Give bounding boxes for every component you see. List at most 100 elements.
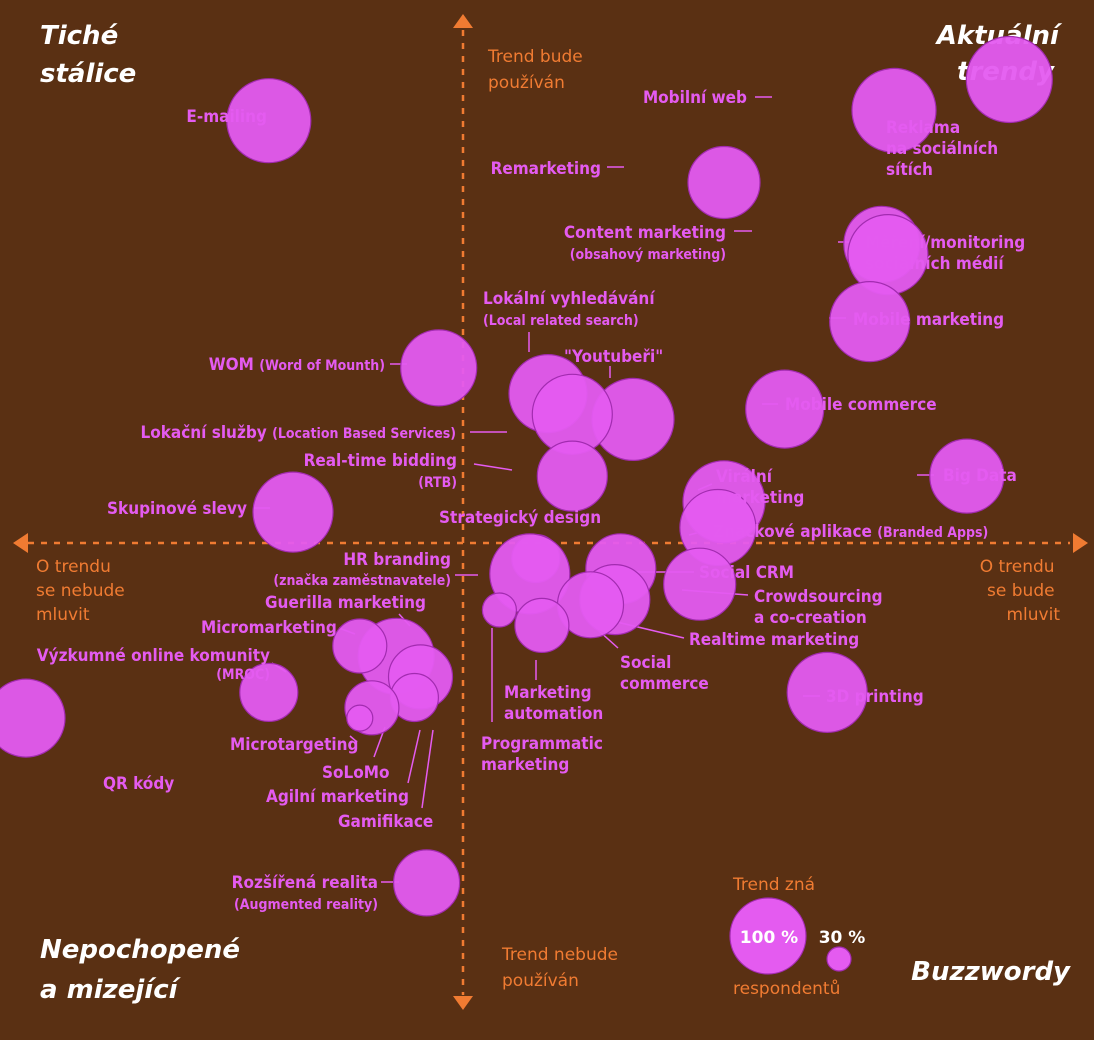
- label-line: Strategický design: [439, 508, 601, 528]
- label-text: Programmatic: [481, 734, 603, 754]
- label-text: SoLoMo: [322, 763, 390, 783]
- size-legend-large-label: 100 %: [740, 928, 798, 948]
- label-real-time-bidding: Real-time bidding(RTB): [304, 451, 457, 491]
- label-text: Reklama: [886, 118, 960, 138]
- label-note: (MROC): [216, 667, 270, 683]
- label-text: Gamifikace: [338, 812, 433, 832]
- quadrant-label-top-left: Tiché stálice: [40, 21, 136, 89]
- label-line: Big Data: [943, 466, 1017, 486]
- label-line: Realtime marketing: [689, 630, 859, 650]
- label-mroc: Výzkumné online komunity(MROC): [37, 646, 270, 683]
- label-text: Virální: [716, 467, 773, 487]
- label-text: Remarketing: [491, 159, 601, 179]
- y-axis-down-arrow: [453, 996, 473, 1010]
- label-wom: WOM (Word of Mounth): [209, 355, 385, 375]
- axis-label-top-line: Trend bude: [487, 47, 583, 67]
- label-note: (Branded Apps): [877, 525, 988, 541]
- leader-line-real-time-bidding: [473, 463, 513, 471]
- bubble-remarketing: [687, 145, 761, 220]
- label-note: (Local related search): [483, 313, 639, 329]
- leader-line-microtargeting: [349, 735, 358, 743]
- bubble-microtargeting: [346, 704, 374, 732]
- label-line: Microtargeting: [230, 735, 358, 755]
- quadrant-label-bottom-right: Buzzwordy: [911, 957, 1071, 987]
- label-line: HR branding: [343, 550, 451, 570]
- label-line: Social CRM: [699, 563, 794, 583]
- label-line: commerce: [620, 674, 709, 694]
- bubble-rozsirena-realita: [393, 849, 461, 917]
- label-note: (Augmented reality): [234, 897, 378, 913]
- label-line: sociálních médií: [865, 254, 1004, 274]
- label-text: a co-creation: [754, 608, 867, 628]
- size-legend-small-label: 30 %: [819, 928, 866, 948]
- label-text: Lokační služby: [140, 423, 272, 443]
- label-line: Mobilní web: [643, 88, 747, 108]
- bubble-real-time-bidding: [536, 440, 608, 512]
- label-lokacni-sluzby: Lokační služby (Location Based Services): [140, 423, 456, 443]
- label-line: Social: [620, 653, 671, 673]
- label-line: marketing: [481, 755, 569, 775]
- label-text: Lokální vyhledávání: [483, 289, 655, 309]
- label-line: Lokální vyhledávání: [483, 289, 655, 309]
- label-line: Real-time bidding: [304, 451, 457, 471]
- label-e-mailing: E-mailing: [186, 107, 267, 127]
- label-strategicky-design: Strategický design: [439, 508, 601, 528]
- size-legend: Trend zná 100 % 30 % respondentů: [729, 875, 866, 999]
- bubble-skupinove-slevy: [252, 471, 334, 553]
- label-line: Agilní marketing: [266, 787, 409, 807]
- leader-line-agilni-marketing: [407, 729, 421, 784]
- label-note: (značka zaměstnavatele): [273, 573, 451, 589]
- label-text: Mobilní web: [643, 88, 747, 108]
- label-remarketing: Remarketing: [491, 159, 601, 179]
- label-social-crm: Social CRM: [699, 563, 794, 583]
- label-lokalni-vyhledavani: Lokální vyhledávání (Local related search…: [483, 289, 655, 329]
- bubbles: [0, 35, 1053, 917]
- label-big-data: Big Data: [943, 466, 1017, 486]
- label-line: Gamifikace: [338, 812, 433, 832]
- bubble-marketing-automation: [514, 597, 570, 654]
- label-note: (Word of Mounth): [259, 358, 385, 374]
- bubble-mroc: [239, 662, 299, 723]
- label-line: Marketing: [504, 683, 592, 703]
- quadrant-label-line: Buzzwordy: [911, 957, 1071, 987]
- bubble-big-data: [929, 438, 1005, 514]
- bubble-programmatic-marketing: [481, 592, 517, 628]
- label-note: (Location Based Services): [272, 426, 456, 442]
- label-gamifikace: Gamifikace: [338, 812, 433, 832]
- label-text: WOM: [209, 355, 259, 375]
- label-mobile-commerce: Mobile commerce: [785, 395, 937, 415]
- label-line: Mobile commerce: [785, 395, 937, 415]
- label-line: Programmatic: [481, 734, 603, 754]
- label-hr-branding: HR branding (značka zaměstnavatele): [273, 550, 451, 589]
- label-text: automation: [504, 704, 603, 724]
- label-text: 3D printing: [826, 687, 924, 707]
- label-agilni-marketing: Agilní marketing: [266, 787, 409, 807]
- label-text: Marketing: [504, 683, 592, 703]
- label-line: (Augmented reality): [234, 897, 378, 913]
- label-line: (značka zaměstnavatele): [273, 573, 451, 589]
- label-text: na sociálních: [886, 139, 998, 159]
- axis-label-bottom-line: Trend nebude: [501, 945, 618, 965]
- label-line: Crowdsourcing: [754, 587, 883, 607]
- axis-label-right-line: se bude: [987, 581, 1055, 601]
- axis-label-top: Trend bude používán: [487, 47, 588, 93]
- label-guerilla-marketing: Guerilla marketing: [265, 593, 426, 613]
- quadrant-label-bottom-left: Nepochopené a mizející: [40, 935, 249, 1005]
- axis-label-bottom: Trend nebude používán: [501, 945, 623, 991]
- label-text: Agilní marketing: [266, 787, 409, 807]
- label-text: HR branding: [343, 550, 451, 570]
- label-solomo: SoLoMo: [322, 763, 390, 783]
- label-text: QR kódy: [103, 774, 174, 794]
- label-line: Micromarketing: [201, 618, 337, 638]
- label-line: Virální: [716, 467, 773, 487]
- bubble-crowdsourcing: [663, 547, 737, 621]
- label-line: Remarketing: [491, 159, 601, 179]
- label-line: Mobile marketing: [853, 310, 1004, 330]
- label-line: Guerilla marketing: [265, 593, 426, 613]
- axis-label-top-line: používán: [488, 73, 565, 93]
- size-legend-large-bubble: [729, 897, 807, 975]
